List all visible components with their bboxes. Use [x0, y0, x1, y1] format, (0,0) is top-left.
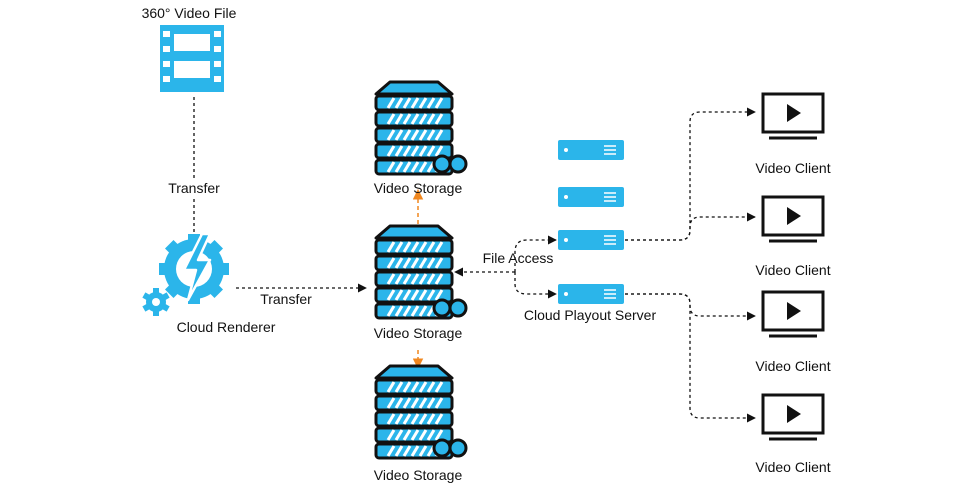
video-client-3: Video Client	[755, 290, 831, 374]
monitor-play-icon	[761, 92, 825, 140]
cloud-renderer-label: Cloud Renderer	[177, 319, 276, 335]
video-storage-middle: Video Storage	[374, 226, 466, 341]
edge-playout-to-client-2	[625, 212, 756, 241]
video-file-node: 360° Video File	[142, 5, 237, 92]
video-client-label: Video Client	[755, 459, 830, 475]
video-storage-bottom-label: Video Storage	[374, 467, 463, 483]
transfer-label-horizontal: Transfer	[260, 291, 312, 307]
video-storage-top: Video Storage	[374, 82, 466, 196]
video-client-label: Video Client	[755, 262, 830, 278]
edge-file-access-lower	[514, 272, 557, 299]
film-strip-icon	[160, 25, 224, 92]
server-unit-icon	[557, 283, 625, 305]
server-rack-icon	[376, 82, 466, 174]
edge-playout-to-client-1	[625, 107, 756, 241]
video-storage-bottom: Video Storage	[374, 366, 466, 483]
server-unit-icon	[557, 186, 625, 208]
video-client-2: Video Client	[755, 195, 831, 278]
cloud-renderer-node: Cloud Renderer	[142, 232, 276, 335]
monitor-play-icon	[761, 290, 825, 338]
monitor-play-icon	[761, 195, 825, 243]
video-storage-top-label: Video Storage	[374, 180, 463, 196]
video-client-label: Video Client	[755, 358, 830, 374]
cloud-playout-server-label: Cloud Playout Server	[524, 307, 657, 323]
server-unit-icon	[557, 229, 625, 251]
video-storage-middle-label: Video Storage	[374, 325, 463, 341]
video-client-1: Video Client	[755, 92, 831, 176]
server-rack-icon	[376, 226, 466, 318]
cloud-playout-server-node: Cloud Playout Server	[524, 139, 657, 323]
video-client-label: Video Client	[755, 160, 830, 176]
transfer-label-vertical: Transfer	[168, 180, 220, 196]
monitor-play-icon	[761, 393, 825, 441]
connectors	[189, 97, 756, 423]
edge-playout-to-client-4	[625, 293, 756, 423]
file-access-label: File Access	[483, 250, 554, 266]
video-client-4: Video Client	[755, 393, 831, 475]
video-file-label: 360° Video File	[142, 5, 237, 21]
server-unit-icon	[557, 139, 625, 161]
edge-file-access-upper	[514, 235, 557, 272]
server-rack-icon	[376, 366, 466, 458]
gear-lightning-icon	[142, 232, 229, 316]
